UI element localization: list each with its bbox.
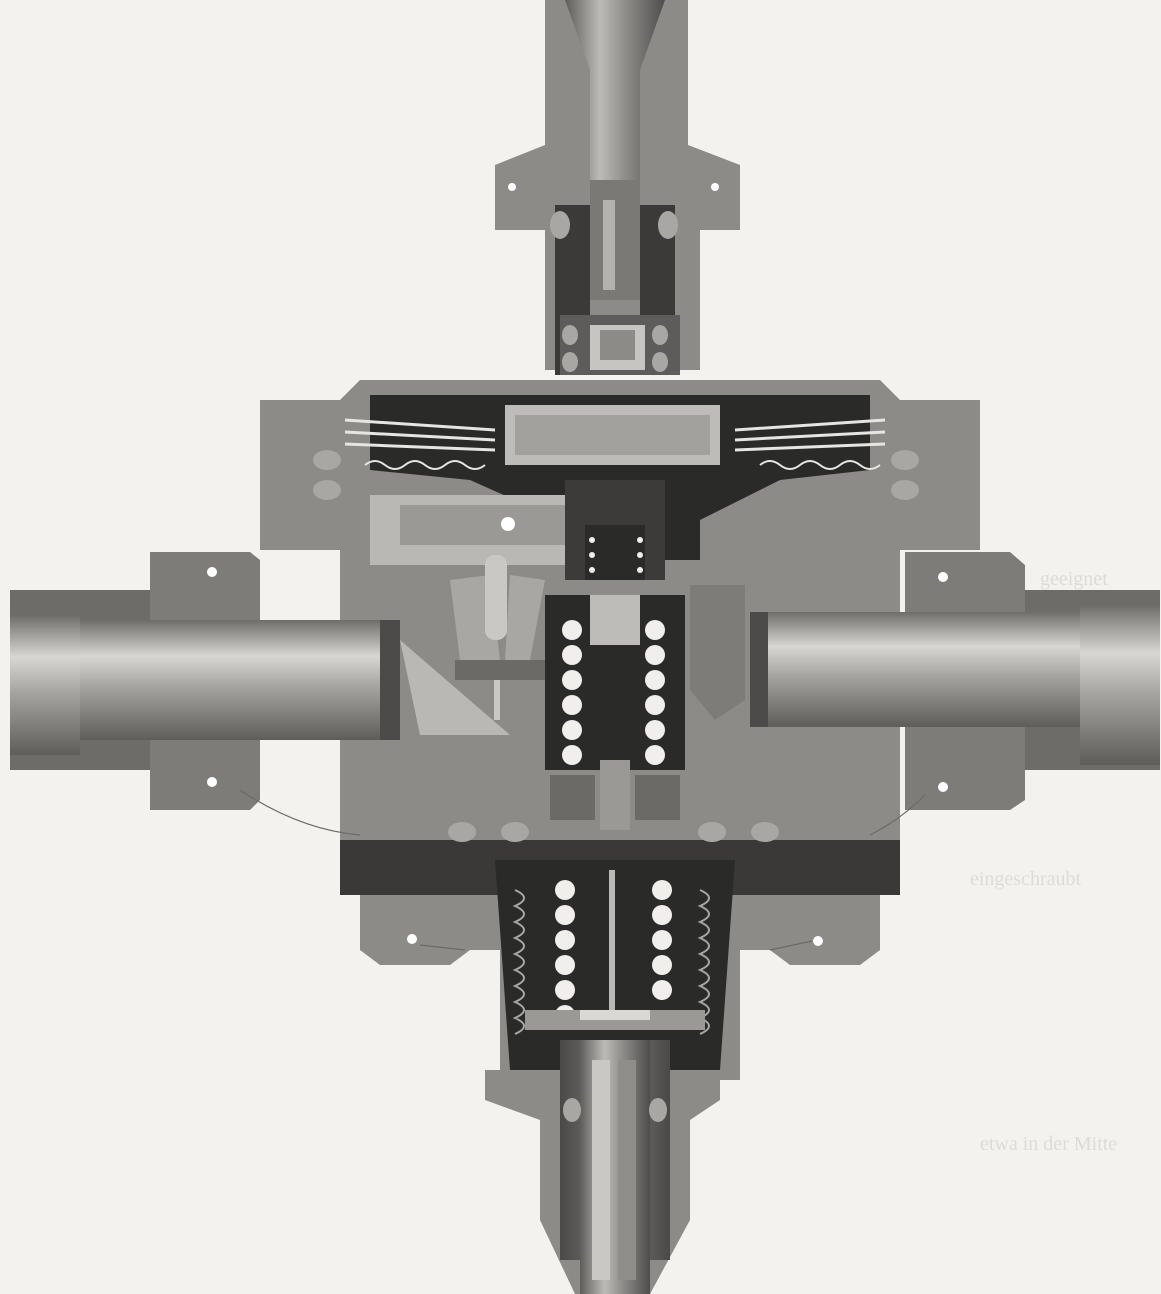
spring-ball — [555, 905, 575, 925]
spring-ball — [555, 930, 575, 950]
lever-mechanism — [370, 480, 665, 580]
spring-ball — [652, 930, 672, 950]
spring-ball — [645, 745, 665, 765]
bolt-hole-right-lower — [938, 782, 948, 792]
bolt-hole-bottom-left — [407, 934, 417, 944]
left-diaphragm-wave — [364, 460, 486, 470]
right-outlet-tube — [690, 585, 1160, 765]
spring-ball — [652, 880, 672, 900]
right-seal-ring — [891, 450, 919, 470]
nozzle-assembly — [450, 555, 550, 720]
lower-spring-chamber — [495, 860, 735, 1070]
spring-ball — [562, 745, 582, 765]
bolt-hole-top-left — [508, 183, 516, 191]
spring-ball — [555, 880, 575, 900]
spring-ball — [645, 620, 665, 640]
diaphragm-chamber — [313, 395, 919, 560]
spring-ball — [645, 720, 665, 740]
right-spring-stack — [734, 418, 886, 452]
central-spring-column — [545, 595, 685, 830]
right-bellows — [697, 889, 710, 1035]
ghost-text-line: etwa in der Mitte — [980, 1133, 1117, 1155]
ghost-text-line: eingeschraubt — [970, 868, 1082, 890]
spring-ball — [652, 980, 672, 1000]
leader-lines — [239, 789, 926, 951]
bolt-hole-bottom-right — [813, 936, 823, 946]
ghost-text-line: geeignet — [1040, 568, 1108, 590]
bolt-hole-left-upper — [207, 567, 217, 577]
right-diaphragm-wave — [759, 460, 881, 470]
spring-ball — [645, 645, 665, 665]
bolt-hole-right-upper — [938, 572, 948, 582]
spring-ball — [652, 955, 672, 975]
left-bellows — [512, 889, 525, 1035]
spring-ball — [555, 980, 575, 1000]
spring-ball — [562, 670, 582, 690]
spring-ball — [645, 670, 665, 690]
spring-ball — [652, 905, 672, 925]
bottom-stem — [560, 1040, 670, 1294]
left-spring-stack — [344, 418, 496, 452]
left-seal-ring — [313, 450, 341, 470]
spring-ball — [555, 955, 575, 975]
bolt-hole-left-lower — [207, 777, 217, 787]
spring-ball — [562, 720, 582, 740]
spring-ball — [562, 645, 582, 665]
spring-ball — [562, 695, 582, 715]
spring-ball — [562, 620, 582, 640]
left-inlet-tube — [10, 615, 510, 755]
bolt-hole-top-right — [711, 183, 719, 191]
top-seal-chamber — [550, 205, 680, 375]
spring-ball — [645, 695, 665, 715]
